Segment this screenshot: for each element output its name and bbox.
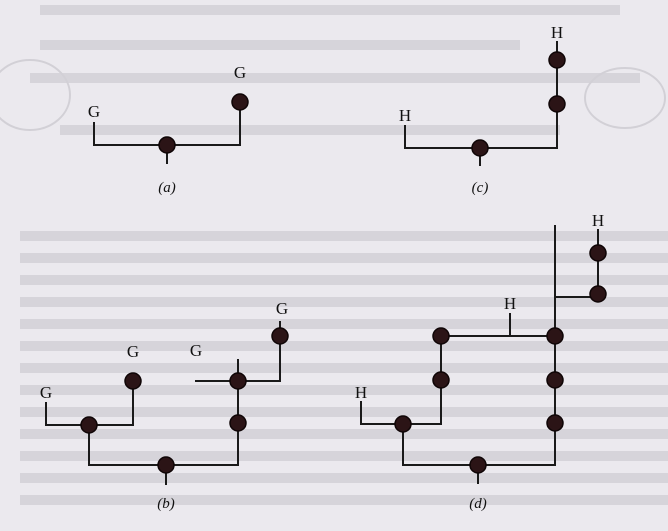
tree-d-node-3 xyxy=(547,328,563,344)
tree-a-caption: (a) xyxy=(158,180,176,196)
tree-c-leaf-top: H xyxy=(551,23,563,42)
tree-b-caption: (b) xyxy=(157,496,175,512)
tree-c-node-mid xyxy=(549,96,565,112)
tree-c-caption: (c) xyxy=(472,180,489,196)
tree-c-node-root xyxy=(472,140,488,156)
tree-a-leaf-left: G xyxy=(88,102,100,121)
tree-b-node-root xyxy=(158,457,174,473)
tree-b-node-1 xyxy=(125,373,141,389)
tree-d-caption: (d) xyxy=(469,496,487,512)
background-show-through xyxy=(0,10,668,500)
tree-b-node-4 xyxy=(230,373,246,389)
tree-d-node-7 xyxy=(433,372,449,388)
tree-b-leaf-4: G xyxy=(276,299,288,318)
tree-d-leaf-2: H xyxy=(504,294,516,313)
tree-a-node-root xyxy=(159,137,175,153)
tree-d-node-8 xyxy=(395,416,411,432)
tree-d-node-6 xyxy=(433,328,449,344)
tree-d-leaf-3: H xyxy=(592,211,604,230)
tree-b-leaf-1: G xyxy=(40,383,52,402)
tree-d-node-4 xyxy=(547,372,563,388)
tree-a-leaf-right: G xyxy=(234,63,246,82)
tree-d-edges xyxy=(361,226,598,483)
tree-d-leaf-1: H xyxy=(355,383,367,402)
tree-b-node-5 xyxy=(230,415,246,431)
tree-d-node-5 xyxy=(547,415,563,431)
tree-b-leaf-2: G xyxy=(127,342,139,361)
tree-d-node-root xyxy=(470,457,486,473)
tree-c-leaf-left: H xyxy=(399,106,411,125)
tree-c-node-top xyxy=(549,52,565,68)
tree-b-node-2 xyxy=(81,417,97,433)
tree-a-node-right xyxy=(232,94,248,110)
tree-b-node-3 xyxy=(272,328,288,344)
tree-d-node-1 xyxy=(590,245,606,261)
tree-b-leaf-3: G xyxy=(190,341,202,360)
tree-d-node-2 xyxy=(590,286,606,302)
